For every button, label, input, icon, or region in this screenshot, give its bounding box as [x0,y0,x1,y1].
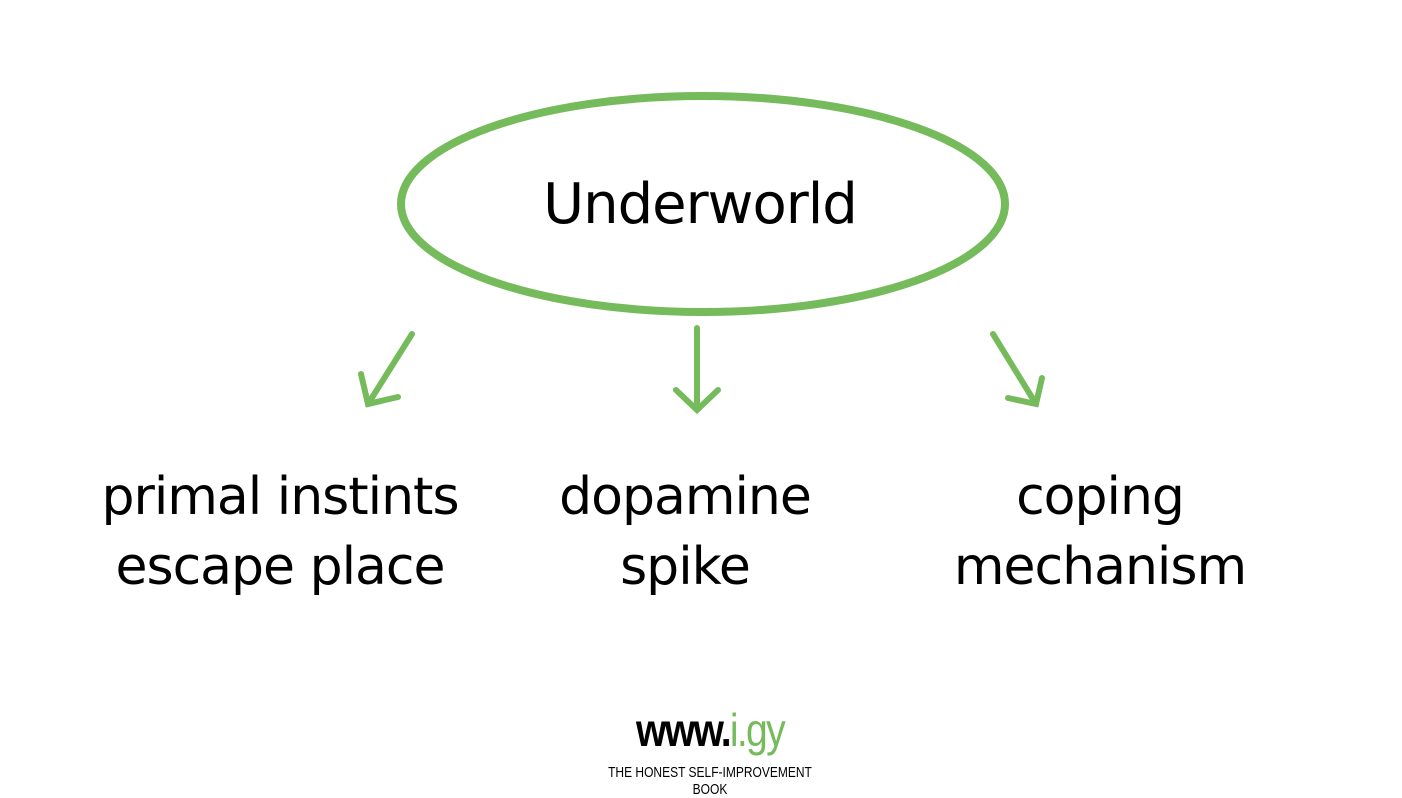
arrow-right [990,331,1045,408]
central-ellipse [397,92,1009,316]
child-coping-mechanism: coping mechanism [900,462,1300,602]
child-line: dopamine [559,467,812,527]
site-logo: www.i.gy [583,703,838,757]
child-line: primal instints [101,467,459,527]
child-dopamine-spike: dopamine spike [485,462,885,602]
child-primal-instincts: primal instints escape place [80,462,480,602]
central-title: Underworld [543,172,858,237]
tagline: THE HONEST SELF-IMPROVEMENT BOOK [608,764,812,798]
arrow-center [673,325,721,415]
child-line: coping [1016,467,1185,527]
child-line: spike [620,537,751,597]
logo-domain: i.gy [729,704,786,756]
logo-www: www. [636,704,732,756]
child-line: escape place [115,537,446,597]
arrow-left [358,331,415,408]
child-line: mechanism [953,537,1247,597]
